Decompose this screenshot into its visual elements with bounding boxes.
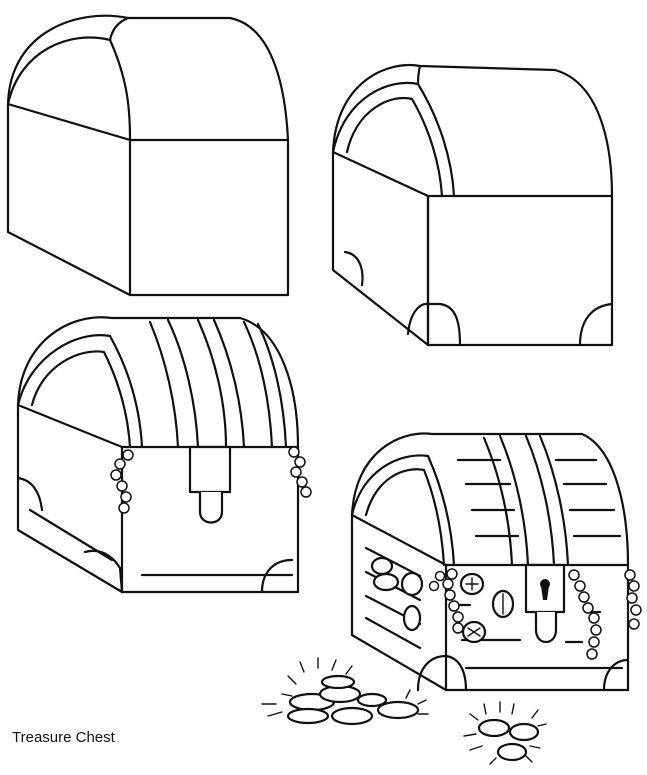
step-4-chest (350, 432, 642, 692)
step-3-beads-left (110, 449, 134, 514)
step-1-box-side (6, 102, 132, 297)
step-1-chest (6, 14, 290, 297)
step-3-strap-right-b (256, 322, 288, 449)
step-1-box-front (128, 138, 290, 297)
step-4-coins-in-chest (370, 556, 515, 644)
step-4-corner-front-left (416, 654, 448, 692)
spilled-coins-left (261, 657, 429, 726)
step-3-hasp-tab (198, 492, 224, 524)
step-2-chest (331, 63, 614, 347)
step-1-lid-front-arc (6, 36, 132, 142)
step-3-strap-left-a (148, 320, 180, 449)
step-3-strap-mid-b (212, 318, 246, 449)
step-4-corner-front-left-2 (444, 654, 468, 692)
step-3-strap-mid-a (196, 318, 228, 449)
step-3-corner-back (16, 476, 44, 512)
step-4-lid-outline (350, 432, 630, 567)
step-3-strap-left-b (166, 318, 200, 449)
step-3-chest (16, 316, 312, 594)
step-2-box-front (426, 194, 614, 347)
step-4-lid-rim-inner (364, 468, 446, 567)
step-4-lid-planks (456, 458, 622, 538)
step-3-box-side (16, 403, 124, 594)
step-2-rim-top (416, 64, 422, 86)
step-3-corner-front-right (260, 558, 294, 594)
step-4-strap-b (498, 434, 530, 567)
step-3-corner-front-left (83, 549, 124, 594)
step-3-strap-right-a (242, 320, 274, 449)
step-1-lid-outline (6, 14, 290, 142)
step-2-foot-front-left (406, 302, 462, 347)
step-2-foot-left (343, 250, 364, 287)
step-4-beads-left (428, 568, 464, 634)
step-3-lid-rim-inner (30, 350, 132, 449)
step-3-beads-right (288, 446, 312, 498)
step-2-lid-outline (331, 63, 614, 198)
step-2-box-side (331, 150, 430, 347)
step-4-strap-d (538, 434, 570, 567)
step-2-foot-front-right (578, 302, 614, 347)
step-3-hasp (188, 445, 232, 494)
step-3-lid-rim-outer (16, 334, 144, 449)
step-4-strap-a (482, 436, 514, 567)
spilled-coins-right (463, 701, 547, 765)
step-3-lid-outline (16, 316, 300, 449)
step-2-lid-rim-inner (345, 97, 444, 198)
step-4-hasp-tab (534, 612, 558, 644)
caption-title: Treasure Chest (12, 729, 115, 746)
step-4-corner-front-right (602, 658, 630, 692)
step-4-beads-right (568, 569, 642, 660)
step-4-box-side (350, 513, 448, 692)
step-4-lid-rim-outer (350, 454, 456, 567)
step-1-lid-edge (108, 16, 130, 42)
step-4-strap-c (524, 434, 556, 567)
